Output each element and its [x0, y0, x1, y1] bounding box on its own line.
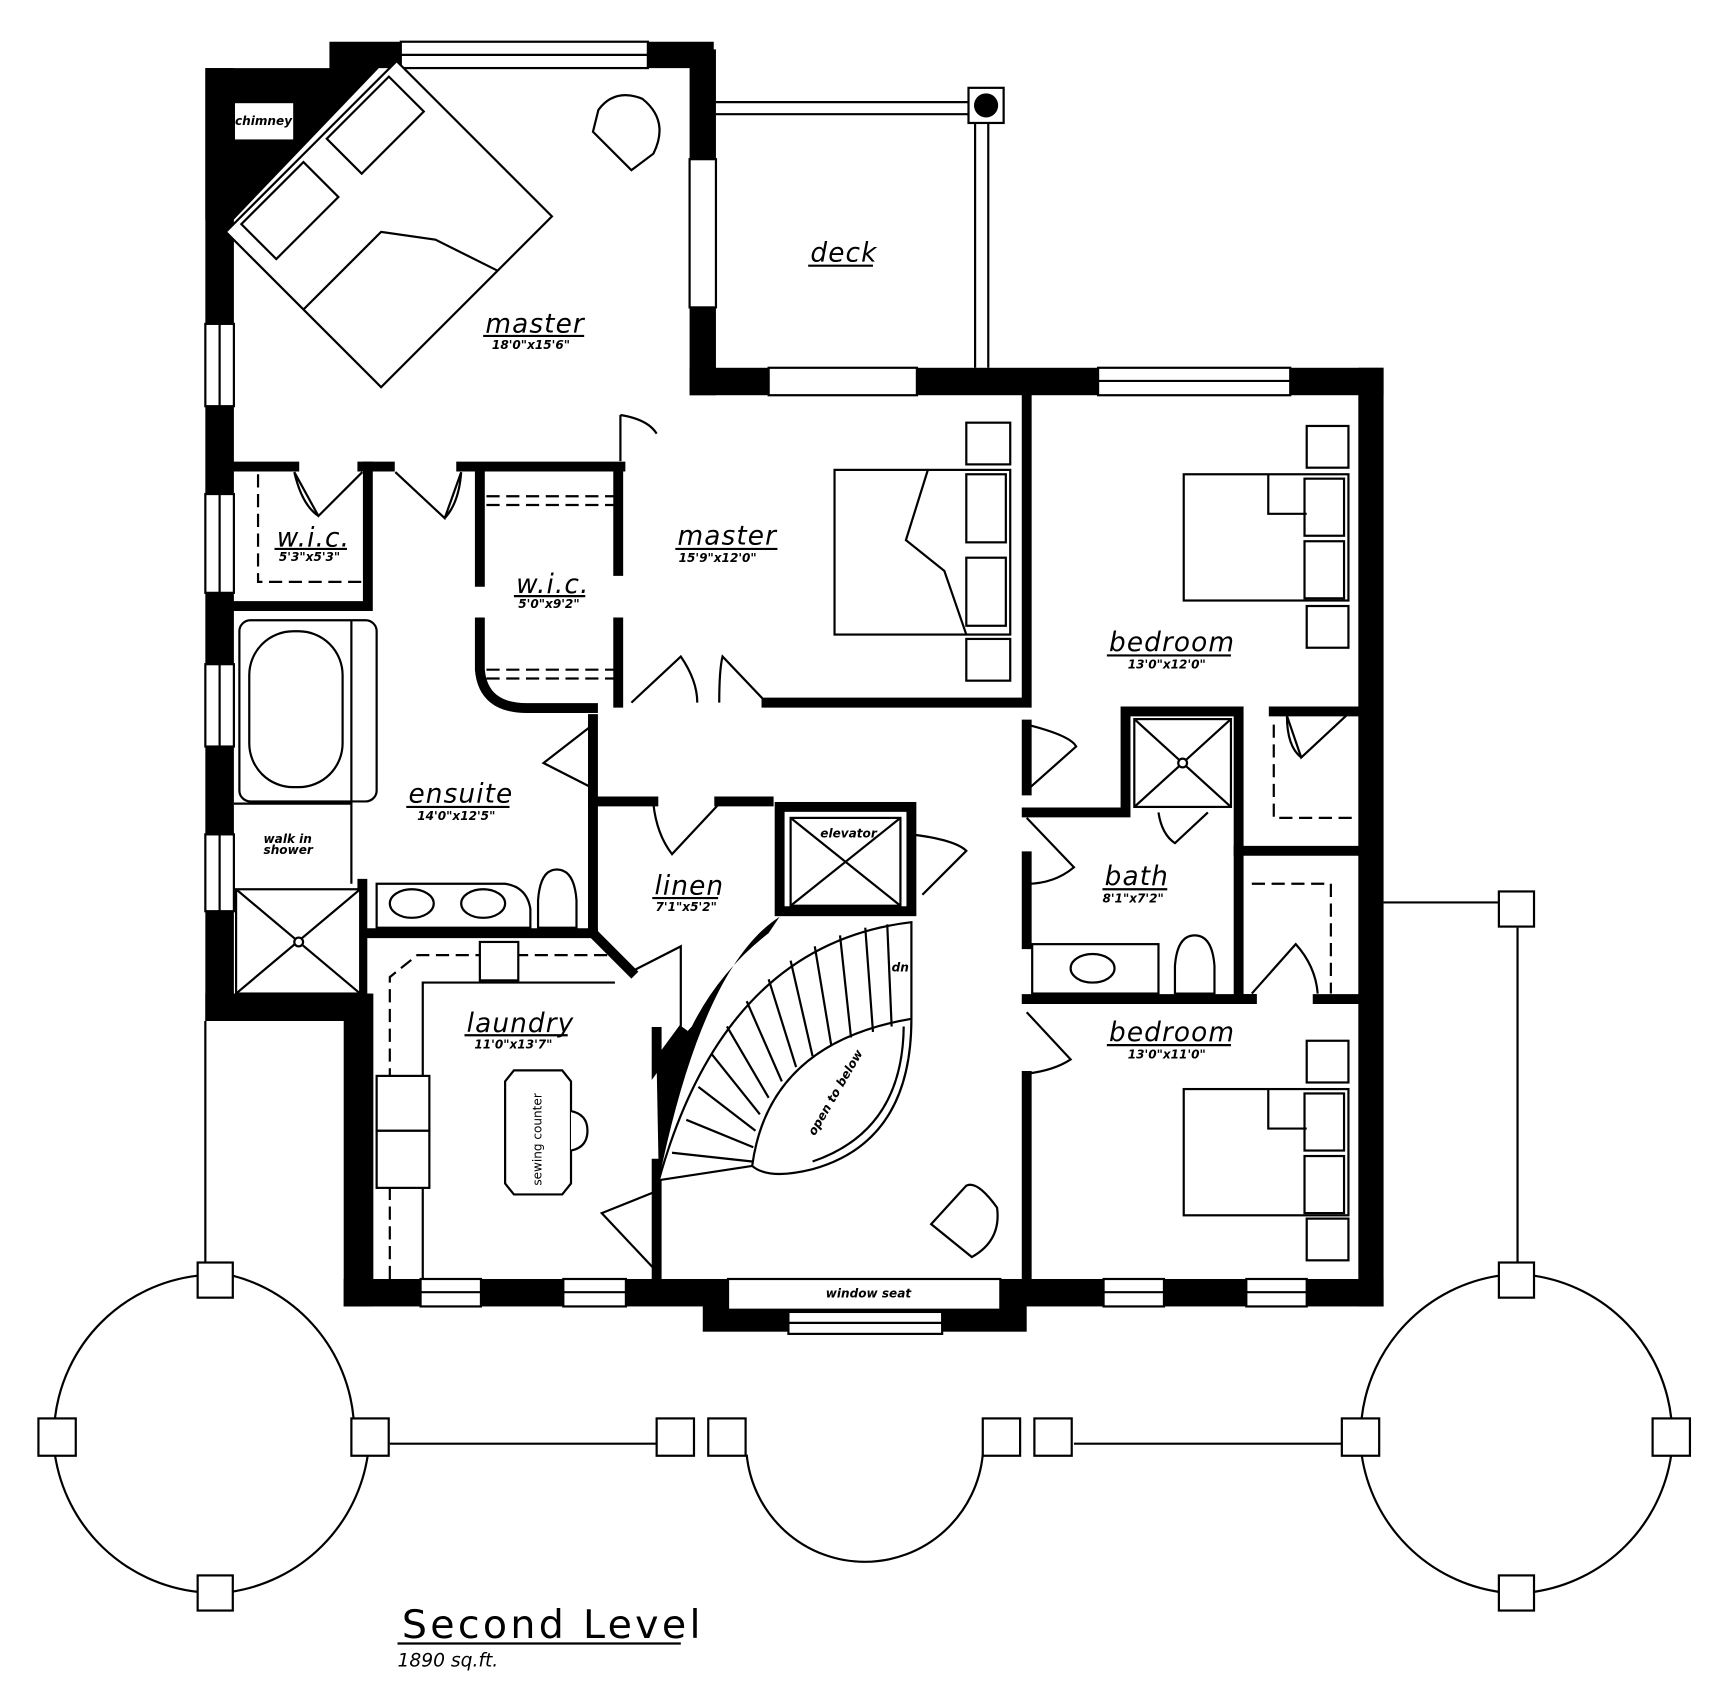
room-name-bedroom-2: bedroom [1109, 1018, 1235, 1048]
bathtub [238, 619, 378, 803]
window-seat-label: window seat [826, 1287, 913, 1301]
vanity-sinks [375, 882, 532, 929]
room-dims-wic-small: 5'3"x5'3" [279, 550, 340, 564]
room-dims-bedroom-1: 13'0"x12'0" [1128, 658, 1206, 672]
shower-label: shower [264, 843, 314, 857]
bath-toilet [1031, 934, 1216, 995]
bedroom1-bed [1182, 424, 1350, 649]
hall-chair [929, 1183, 999, 1259]
deck-railing [715, 86, 1005, 368]
walk-in-shower [233, 620, 362, 995]
wic-shelving [256, 474, 1357, 994]
stair-dn-label: dn [892, 961, 909, 975]
porch [37, 890, 1692, 1612]
room-name-laundry: laundry [467, 1009, 575, 1039]
stair [656, 916, 913, 1182]
room-dims-master-bedroom: 18'0"x15'6" [492, 338, 570, 352]
furniture [224, 59, 1357, 1311]
porch-posts [37, 890, 1692, 1612]
room-name-ensuite: ensuite [408, 780, 513, 810]
armchair [591, 94, 661, 172]
room-dims-linen: 7'1"x5'2" [656, 900, 717, 914]
doors [293, 413, 1350, 1269]
bath-shower [1133, 717, 1233, 809]
interior-walls [228, 390, 1364, 1284]
room-dims-bedroom-2: 13'0"x11'0" [1128, 1047, 1206, 1061]
room-name-bath: bath [1105, 862, 1169, 892]
bedroom2-bed [1182, 1039, 1350, 1262]
window-seat [726, 1277, 1002, 1311]
plan-area: 1890 sq.ft. [398, 1651, 499, 1672]
plan-title: Second Level [402, 1602, 704, 1648]
room-name-bedroom-1: bedroom [1109, 628, 1235, 658]
room-dims-master-sitting: 15'9"x12'0" [679, 551, 757, 565]
room-dims-bath: 8'1"x7'2" [1102, 891, 1163, 905]
room-dims-ensuite: 14'0"x12'5" [417, 809, 495, 823]
master-bed [224, 59, 554, 389]
open-to-below-label: open to below [805, 1046, 866, 1137]
elevator-label: elevator [820, 827, 878, 841]
room-name-wic-large: w.i.c. [516, 570, 589, 600]
room-name-deck: deck [810, 238, 878, 268]
walk-in-label: walk in [264, 832, 312, 846]
chimney-label: chimney [235, 114, 293, 128]
labels: chimney master 18'0"x15'6" deck master 1… [235, 114, 1235, 1672]
post-icon [973, 93, 999, 118]
elevator-car [789, 816, 902, 907]
room-dims-laundry: 11'0"x13'7" [474, 1037, 552, 1051]
room-dims-wic-large: 5'0"x9'2" [518, 597, 579, 611]
sewing-counter-label: sewing counter [530, 1093, 544, 1186]
windows [204, 40, 1308, 1335]
room-name-master-bedroom: master [485, 310, 586, 340]
laundry-counter [375, 940, 621, 1279]
room-name-master-sitting: master [678, 522, 779, 552]
room-name-linen: linen [654, 872, 724, 902]
toilet [536, 868, 578, 929]
master-sitting-bed [833, 421, 1012, 682]
chimney-box [232, 101, 296, 142]
